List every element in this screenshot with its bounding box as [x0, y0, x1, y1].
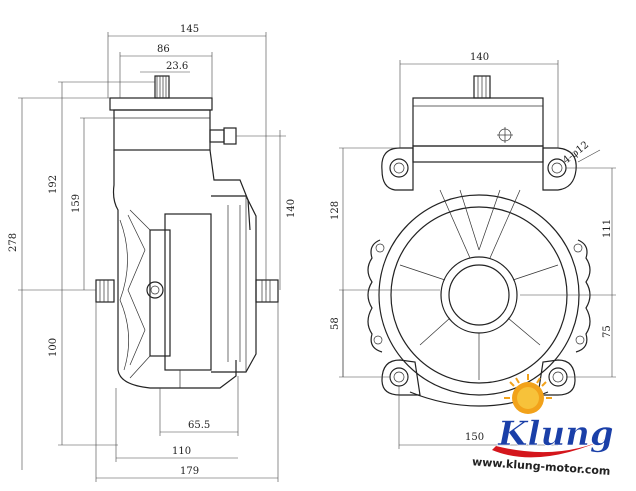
- dim-100: 100: [48, 338, 59, 357]
- logo-swoosh: [492, 436, 612, 458]
- side-view-dimensions: 145 86 23.6 278 192 159 100 140 65.5 110…: [8, 24, 297, 482]
- dim-278: 278: [8, 233, 19, 252]
- klung-logo: Klung www.klung-motor.com: [472, 374, 614, 478]
- front-view: [367, 75, 591, 407]
- logo-url: www.klung-motor.com: [472, 455, 611, 478]
- dim-192: 192: [48, 175, 59, 194]
- dim-145: 145: [180, 24, 199, 35]
- dim-140-left: 140: [286, 199, 297, 218]
- dim-150: 150: [465, 432, 484, 443]
- dim-179: 179: [180, 466, 199, 477]
- dim-86: 86: [157, 44, 170, 55]
- dim-75: 75: [602, 325, 613, 338]
- dim-23-6: 23.6: [166, 61, 188, 72]
- logo-brand: Klung: [497, 414, 614, 454]
- dim-58: 58: [330, 317, 341, 330]
- sun-icon: [504, 374, 552, 414]
- dim-110: 110: [172, 446, 191, 457]
- dim-65-5: 65.5: [188, 420, 210, 431]
- dim-159: 159: [71, 194, 82, 213]
- dim-111: 111: [602, 219, 613, 238]
- dim-128: 128: [330, 201, 341, 220]
- dim-140-front: 140: [470, 52, 489, 63]
- side-view: [95, 75, 279, 389]
